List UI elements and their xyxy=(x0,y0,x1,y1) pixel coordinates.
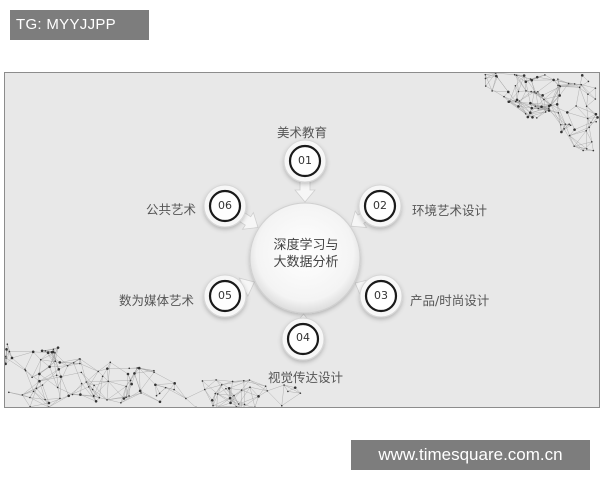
center-line-2: 大数据分析 xyxy=(273,255,339,270)
node-06-label: 公共艺术 xyxy=(146,202,197,217)
node-03-circle xyxy=(359,274,403,318)
center-line-1: 深度学习与 xyxy=(273,238,339,253)
node-04-circle xyxy=(281,317,325,361)
node-group xyxy=(203,139,403,361)
center-label: 深度学习与 大数据分析 xyxy=(250,237,362,271)
center-circle xyxy=(249,202,361,314)
arrow-06 xyxy=(238,211,259,230)
header-tag: TG: MYYJJPP xyxy=(10,10,149,40)
network-pattern-top-right xyxy=(484,73,599,152)
node-03-number: 03 xyxy=(374,289,388,302)
node-05-number: 05 xyxy=(218,289,232,302)
node-04-label: 视觉传达设计 xyxy=(268,370,344,385)
node-05-label: 数为媒体艺术 xyxy=(119,293,195,308)
node-01-circle xyxy=(283,139,327,183)
watermark-url: www.timesquare.com.cn xyxy=(351,440,590,470)
network-decoration xyxy=(5,73,599,407)
node-02-circle xyxy=(358,184,402,228)
node-06-number: 06 xyxy=(218,199,232,212)
network-pattern-bottom-left xyxy=(5,343,302,407)
node-04-number: 04 xyxy=(296,331,310,344)
node-05-circle xyxy=(203,274,247,318)
node-01-number: 01 xyxy=(298,154,312,167)
node-03-label: 产品/时尚设计 xyxy=(410,293,490,308)
diagram-slide: 深度学习与 大数据分析 01 02 03 04 05 06 美术教育 环境艺术设… xyxy=(4,72,600,408)
node-06-circle xyxy=(203,184,247,228)
node-02-number: 02 xyxy=(373,199,387,212)
node-02-label: 环境艺术设计 xyxy=(412,203,488,218)
node-01-label: 美术教育 xyxy=(277,125,328,140)
arrow-01 xyxy=(294,180,316,203)
